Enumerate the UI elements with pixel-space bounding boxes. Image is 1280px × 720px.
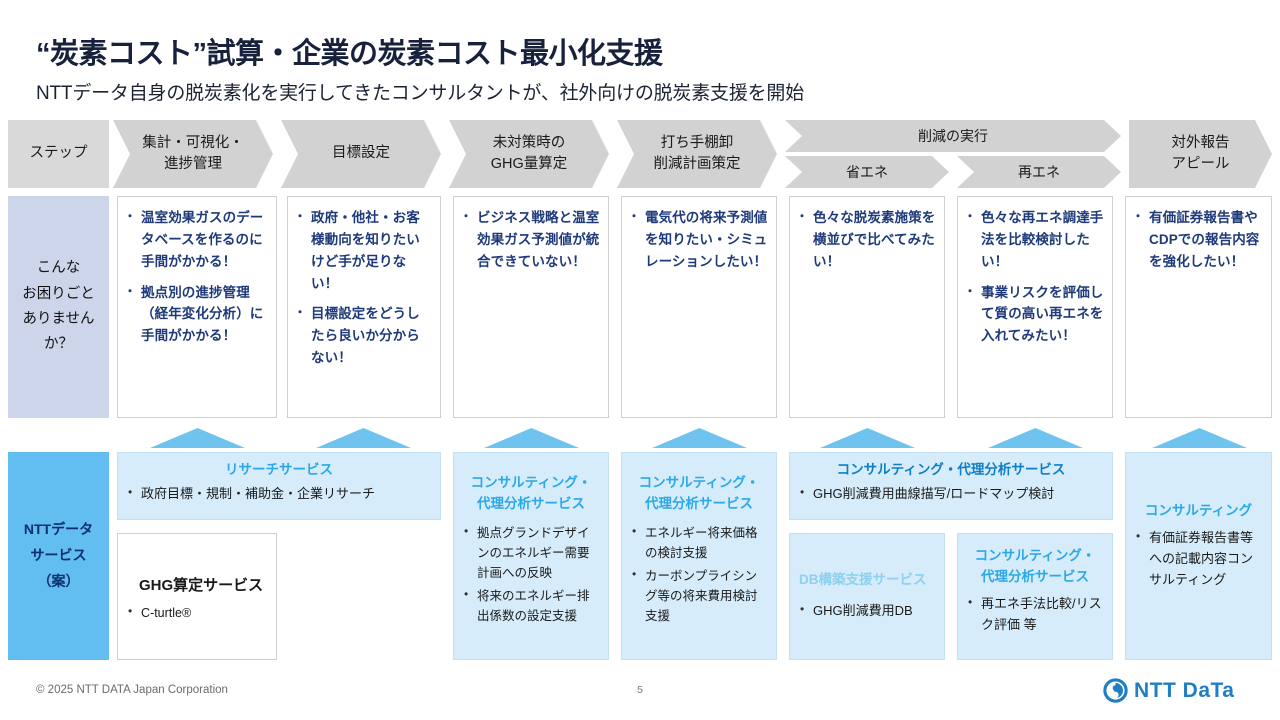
- service-title: DB構築支援サービス: [799, 572, 927, 587]
- up-arrow-icon-report: [1152, 428, 1247, 448]
- problem-col-aggregate: 温室効果ガスのデータベースを作るのに手間がかかる！ 拠点別の進捗管理（経年変化分…: [117, 196, 277, 418]
- service-consulting-plan: コンサルティング・ 代理分析サービス エネルギー将来価格の検討支援 カーボンプラ…: [621, 452, 777, 660]
- list-item: 目標設定をどうしたら良いか分からない！: [294, 303, 432, 369]
- service-consulting-ghg: コンサルティング・ 代理分析サービス 拠点グランドデザインのエネルギー需要計画へ…: [453, 452, 609, 660]
- problem-col-report: 有価証券報告書やCDPでの報告内容を強化したい！: [1125, 196, 1272, 418]
- list-item: 拠点グランドデザインのエネルギー需要計画への反映: [461, 522, 601, 583]
- service-consulting-renewable: コンサルティング・ 代理分析サービス 再エネ手法比較/リスク評価 等: [957, 533, 1113, 660]
- list-item: カーボンプライシング等の将来費用検討支援: [629, 565, 769, 626]
- list-item: 拠点別の進捗管理（経年変化分析）に手間がかかる！: [124, 282, 268, 348]
- ntt-data-logo-text: NTT DaTa: [1134, 678, 1235, 702]
- step-ghg: 未対策時の GHG量算定: [449, 120, 609, 188]
- step-label: ステップ: [8, 120, 109, 188]
- step-target: 目標設定: [281, 120, 441, 188]
- step-energy-saving: 省エネ: [785, 156, 949, 188]
- step-plan: 打ち手棚卸 削減計画策定: [617, 120, 777, 188]
- list-item: 事業リスクを評価して質の高い再エネを入れてみたい！: [964, 282, 1104, 348]
- ntt-data-logo: NTT DaTa: [1103, 678, 1234, 703]
- up-arrow-icon-aggregate: [150, 428, 245, 448]
- problem-col-ghg: ビジネス戦略と温室効果ガス予測値が統合できていない！: [453, 196, 609, 418]
- page-title: “炭素コスト”試算・企業の炭素コスト最小化支援: [36, 38, 663, 70]
- list-item: 有価証券報告書等への記載内容コンサルティング: [1133, 527, 1264, 590]
- step-reduction-execution: 削減の実行: [785, 120, 1121, 152]
- list-item: GHG削減費用曲線描写/ロードマップ検討: [797, 483, 1105, 505]
- list-item: 色々な脱炭素施策を横並びで比べてみたい！: [796, 207, 936, 273]
- page-number: 5: [637, 684, 643, 696]
- list-item: 温室効果ガスのデータベースを作るのに手間がかかる！: [124, 207, 268, 273]
- service-consulting-report: コンサルティング 有価証券報告書等への記載内容コンサルティング: [1125, 452, 1272, 660]
- list-item: エネルギー将来価格の検討支援: [629, 522, 769, 563]
- problem-col-energy-saving: 色々な脱炭素施策を横並びで比べてみたい！: [789, 196, 945, 418]
- service-consulting-reduction: コンサルティング・代理分析サービス GHG削減費用曲線描写/ロードマップ検討: [789, 452, 1113, 520]
- step-renewable: 再エネ: [957, 156, 1121, 188]
- up-arrow-icon-renewable: [988, 428, 1083, 448]
- services-label: NTTデータ サービス （案）: [8, 452, 109, 660]
- list-item: 色々な再エネ調達手法を比較検討したい！: [964, 207, 1104, 273]
- list-item: 将来のエネルギー排出係数の設定支援: [461, 585, 601, 626]
- service-title: リサーチサービス: [225, 462, 333, 477]
- service-db-support: DB構築支援サービス GHG削減費用DB: [789, 533, 945, 660]
- up-arrow-icon-energy-saving: [820, 428, 915, 448]
- up-arrow-icon-ghg: [484, 428, 579, 448]
- problem-col-renewable: 色々な再エネ調達手法を比較検討したい！ 事業リスクを評価して質の高い再エネを入れ…: [957, 196, 1113, 418]
- list-item: 政府・他社・お客様動向を知りたいけど手が足りない！: [294, 207, 432, 294]
- list-item: GHG削減費用DB: [797, 600, 937, 622]
- problem-col-target: 政府・他社・お客様動向を知りたいけど手が足りない！ 目標設定をどうしたら良いか分…: [287, 196, 441, 418]
- step-header-row: ステップ 集計・可視化・ 進捗管理 目標設定 未対策時の GHG量算定 打ち手棚…: [0, 120, 1280, 188]
- page-subtitle: NTTデータ自身の脱炭素化を実行してきたコンサルタントが、社外向けの脱炭素支援を…: [36, 83, 805, 104]
- service-title: コンサルティング・代理分析サービス: [836, 462, 1066, 477]
- copyright-text: © 2025 NTT DATA Japan Corporation: [36, 684, 228, 696]
- service-title: コンサルティング・ 代理分析サービス: [974, 548, 1096, 584]
- problem-col-plan: 電気代の将来予測値を知りたい・シミュレーションしたい！: [621, 196, 777, 418]
- list-item: C-turtle®: [125, 602, 269, 623]
- list-item: ビジネス戦略と温室効果ガス予測値が統合できていない！: [460, 207, 600, 273]
- list-item: 再エネ手法比較/リスク評価 等: [965, 593, 1105, 636]
- service-title: GHG算定サービス: [139, 577, 264, 594]
- up-arrow-icon-plan: [652, 428, 747, 448]
- list-item: 政府目標・規制・補助金・企業リサーチ: [125, 483, 433, 505]
- service-title: コンサルティング: [1144, 503, 1253, 518]
- service-research: リサーチサービス 政府目標・規制・補助金・企業リサーチ: [117, 452, 441, 520]
- service-title: コンサルティング・ 代理分析サービス: [638, 475, 760, 511]
- list-item: 電気代の将来予測値を知りたい・シミュレーションしたい！: [628, 207, 768, 273]
- step-report: 対外報告 アピール: [1129, 120, 1272, 188]
- service-ghg-calculation: GHG算定サービス C-turtle®: [117, 533, 277, 660]
- service-title: コンサルティング・ 代理分析サービス: [470, 475, 592, 511]
- list-item: 有価証券報告書やCDPでの報告内容を強化したい！: [1132, 207, 1263, 273]
- problems-label: こんな お困りごと ありません か？: [8, 196, 109, 418]
- ntt-data-logo-icon: [1103, 678, 1128, 703]
- up-arrow-icon-target: [316, 428, 411, 448]
- step-aggregate: 集計・可視化・ 進捗管理: [113, 120, 273, 188]
